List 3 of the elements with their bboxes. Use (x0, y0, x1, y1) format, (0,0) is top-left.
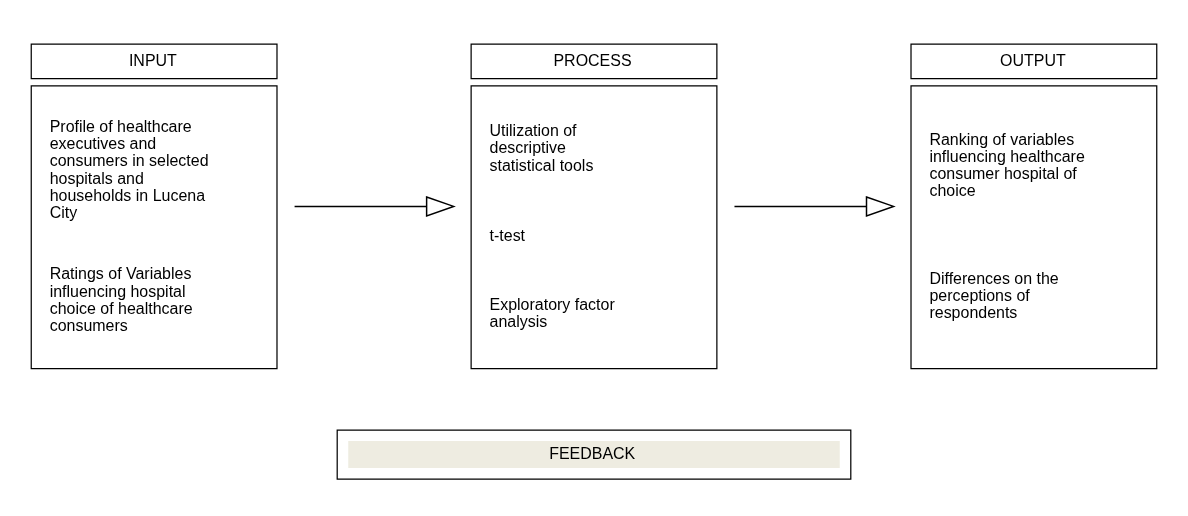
arrow (733, 195, 896, 217)
node-box: FEEDBACK (336, 429, 852, 480)
arrow (293, 195, 456, 217)
